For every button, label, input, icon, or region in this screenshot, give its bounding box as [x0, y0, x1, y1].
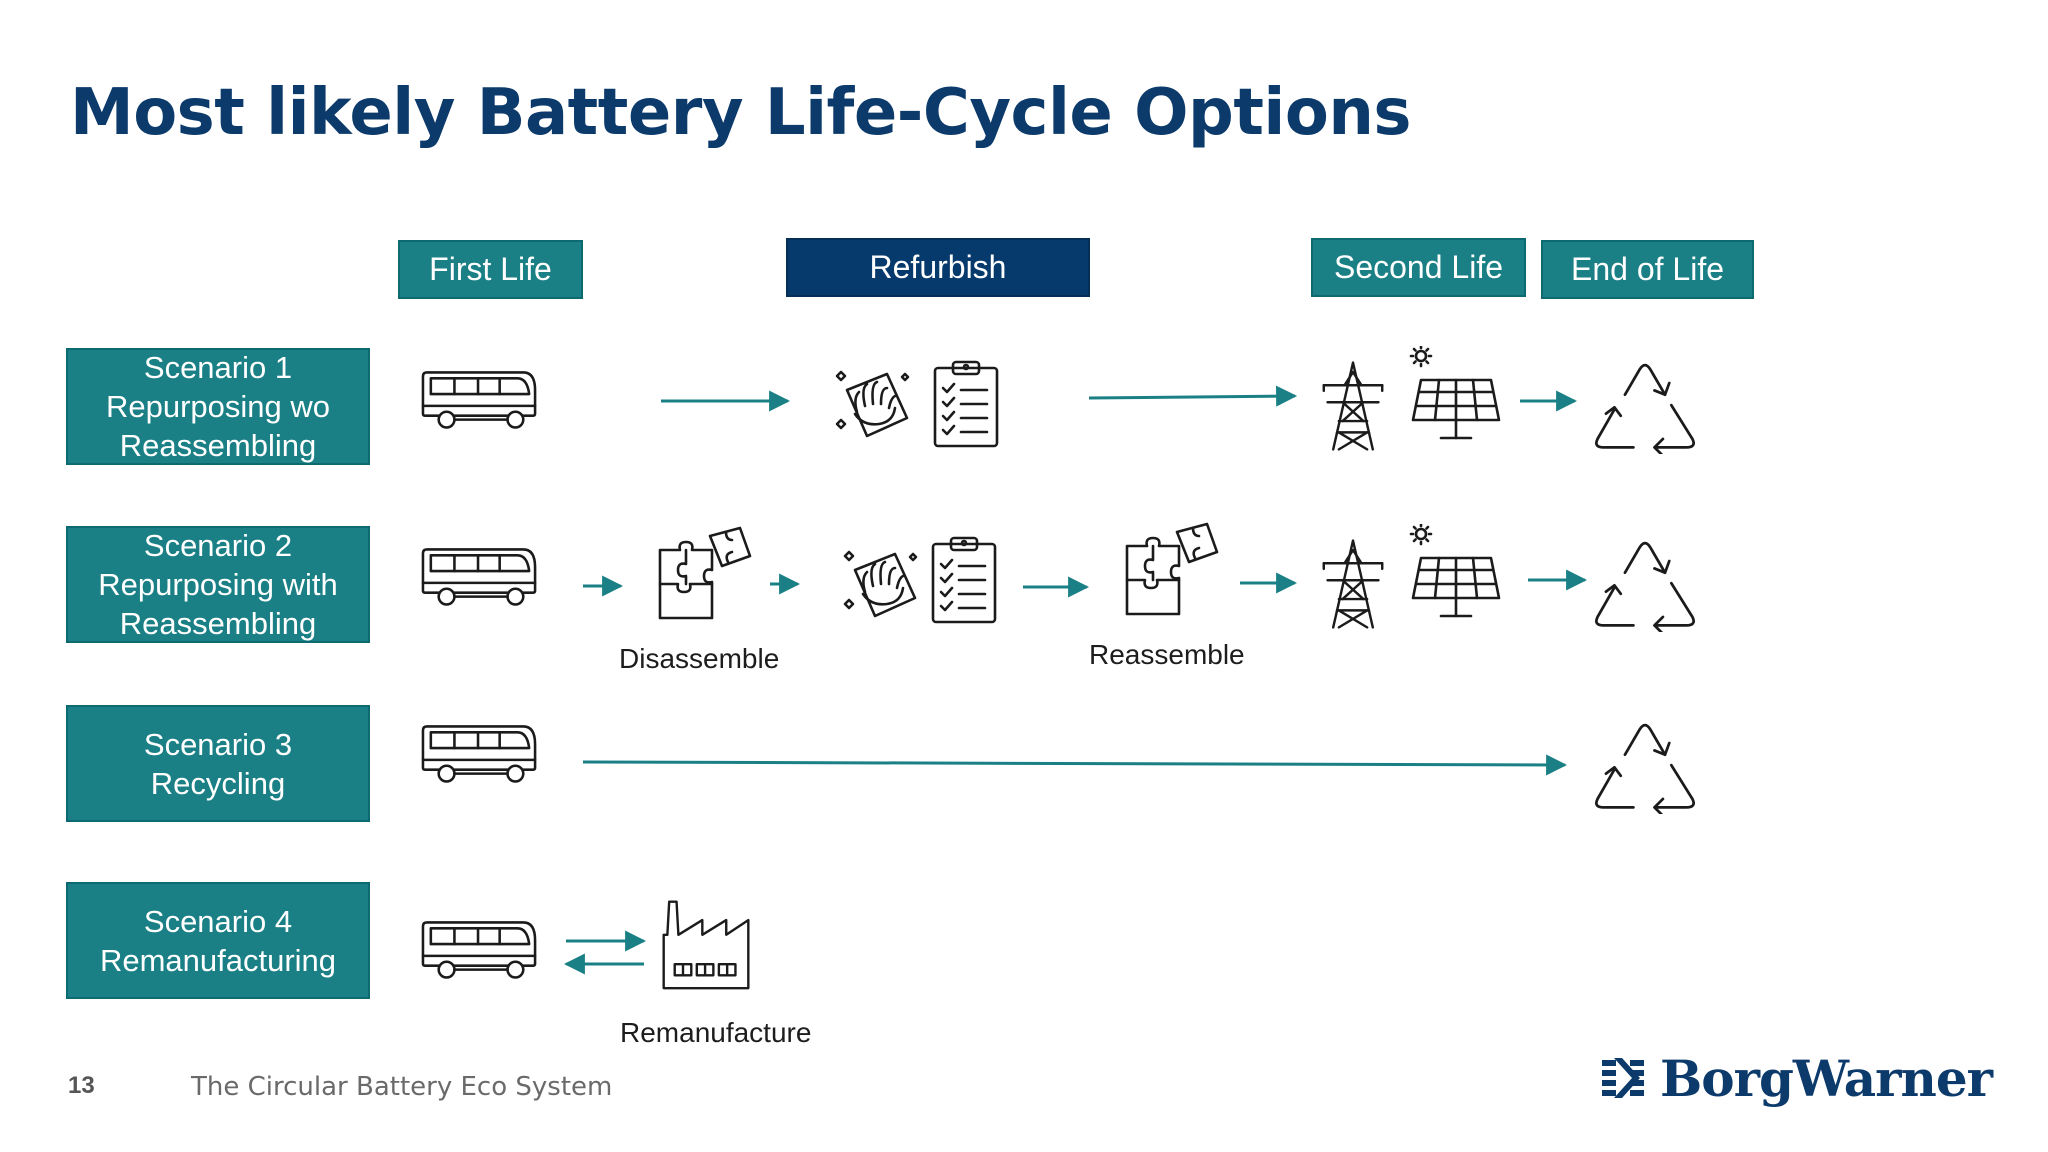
bus-icon [421, 366, 539, 430]
scenario-4-box: Scenario 4 Remanufacturing [66, 882, 370, 999]
scenario-3-box: Scenario 3 Recycling [66, 705, 370, 822]
recycle-icon [1587, 348, 1703, 454]
scenario-1-line-1: Scenario 1 [143, 350, 293, 385]
scenario-2-line-3: Reassembling [119, 606, 317, 641]
caption-remanufacture: Remanufacture [620, 1017, 812, 1048]
cleaning-hand-icon [833, 364, 913, 444]
arrow-s3-to-end-of-life [582, 754, 1568, 776]
scenario-4-line-2: Remanufacturing [99, 942, 337, 978]
brand-name: BorgWarner [1660, 1048, 1993, 1108]
phase-second-life: Second Life [1311, 238, 1526, 297]
bus-icon [421, 543, 539, 607]
power-tower-icon [1320, 358, 1386, 454]
phase-end-of-life: End of Life [1541, 240, 1754, 299]
caption-reassemble: Reassemble [1089, 639, 1245, 670]
scenario-2-line-2: Repurposing with [98, 567, 338, 602]
puzzle-icon [1121, 522, 1221, 622]
power-tower-icon [1320, 536, 1386, 632]
solar-panel-icon [1408, 346, 1504, 446]
scenario-2-line-1: Scenario 2 [143, 528, 293, 563]
brand-logo: BorgWarner [1602, 1048, 1993, 1108]
checklist-icon [929, 530, 999, 628]
checklist-icon [931, 354, 1001, 452]
puzzle-icon [654, 526, 754, 626]
recycle-icon [1587, 526, 1703, 632]
bus-icon [421, 916, 539, 980]
cleaning-hand-icon [841, 544, 921, 624]
footer-text: The Circular Battery Eco System [191, 1072, 613, 1102]
borgwarner-mark-icon [1602, 1058, 1644, 1098]
recycle-icon [1587, 708, 1703, 814]
factory-icon [660, 896, 752, 992]
phase-refurbish: Refurbish [786, 238, 1090, 297]
phase-first-life: First Life [398, 240, 583, 299]
arrow-s1-to-second-life [1088, 385, 1298, 407]
page-number: 13 [68, 1072, 95, 1099]
scenario-1-box: Scenario 1 Repurposing wo Reassembling [66, 348, 370, 465]
scenario-1-line-3: Reassembling [119, 428, 317, 463]
slide-title: Most likely Battery Life-Cycle Options [70, 76, 1411, 150]
scenario-3-line-1: Scenario 3 [143, 726, 293, 762]
caption-disassemble: Disassemble [619, 643, 780, 674]
scenario-1-line-2: Repurposing wo [105, 389, 331, 424]
scenario-2-box: Scenario 2 Repurposing with Reassembling [66, 526, 370, 643]
scenario-4-line-1: Scenario 4 [143, 903, 293, 939]
solar-panel-icon [1408, 524, 1504, 624]
scenario-3-line-2: Recycling [150, 765, 286, 801]
bus-icon [421, 720, 539, 784]
